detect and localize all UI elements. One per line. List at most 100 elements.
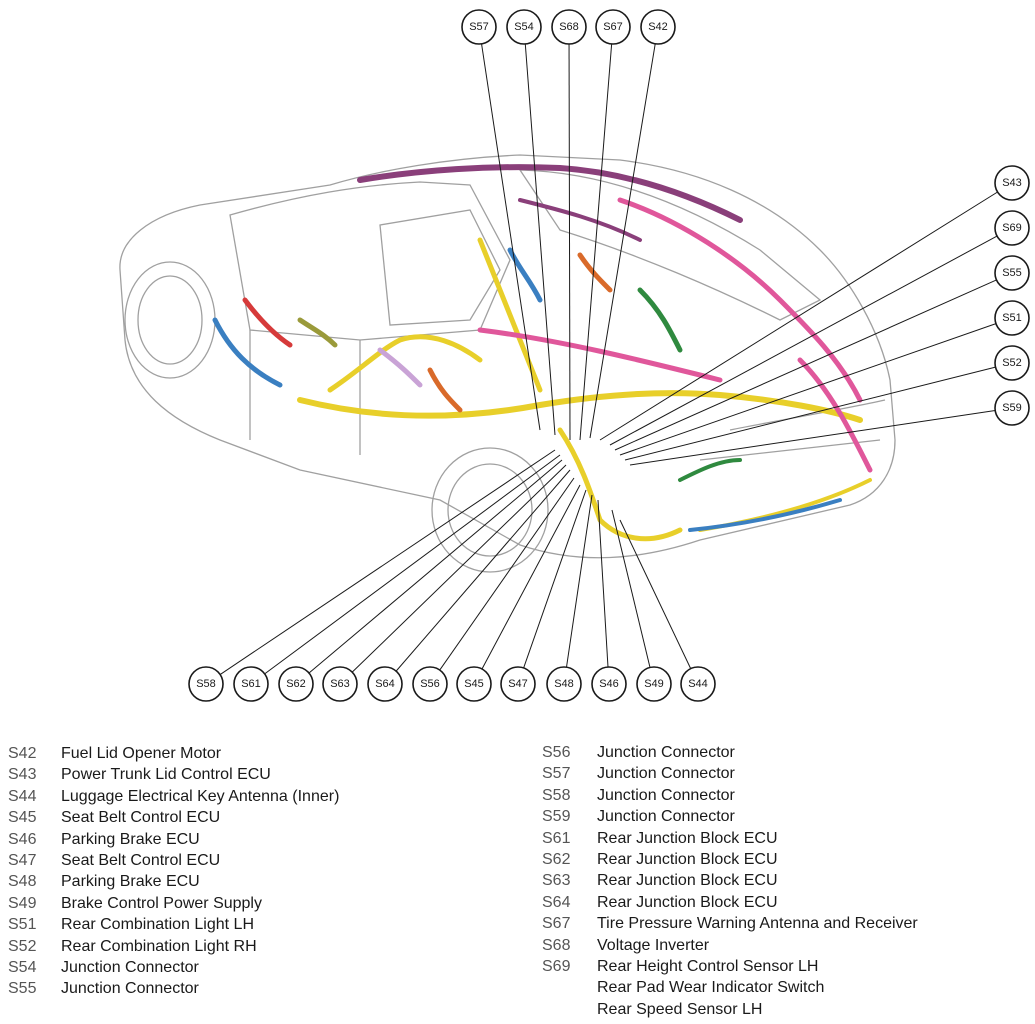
leader-line-s49 [611, 509, 651, 668]
legend-code: S46 [8, 830, 37, 848]
legend-description: Voltage Inverter [597, 936, 710, 954]
leader-line-s54 [524, 43, 556, 436]
callout-label: S67 [603, 21, 623, 33]
callout-s45: S45 [456, 666, 492, 702]
legend-description: Brake Control Power Supply [61, 894, 262, 912]
legend-code: S67 [542, 915, 571, 933]
legend-description: Junction Connector [597, 765, 735, 783]
callout-s64: S64 [367, 666, 403, 702]
leader-line-s57 [481, 43, 541, 431]
leader-line-s47 [523, 489, 587, 669]
callout-s48: S48 [546, 666, 582, 702]
legend-description: Junction Connector [597, 744, 735, 761]
legend-code: S51 [8, 916, 37, 934]
callout-circle [412, 666, 448, 702]
legend-code: S55 [8, 980, 37, 998]
callout-s44: S44 [680, 666, 716, 702]
legend-description: Junction Connector [597, 808, 735, 826]
legend-code: S43 [8, 766, 37, 784]
callout-s63: S63 [322, 666, 358, 702]
car-outline [119, 154, 896, 573]
legend-description: Rear Junction Block ECU [597, 872, 778, 890]
callout-s51: S51 [994, 300, 1030, 336]
callout-s58: S58 [188, 666, 224, 702]
legend-description: Rear Junction Block ECU [597, 893, 778, 911]
callout-s52: S52 [994, 345, 1030, 381]
legend-description: Luggage Electrical Key Antenna (Inner) [61, 787, 340, 805]
callout-label: S51 [1002, 312, 1022, 324]
legend-description: Power Trunk Lid Control ECU [61, 766, 271, 784]
callout-circle [994, 165, 1030, 201]
legend-description: Rear Speed Sensor LH [597, 1000, 763, 1018]
legend-description: Rear Junction Block ECU [597, 851, 778, 868]
callout-label: S64 [375, 678, 395, 690]
callout-circle [994, 210, 1030, 246]
leader-line-s58 [219, 449, 556, 675]
callout-circle [546, 666, 582, 702]
callout-s55: S55 [994, 255, 1030, 291]
callout-circle [680, 666, 716, 702]
legend-code: S52 [8, 937, 37, 955]
callout-s54: S54 [506, 9, 542, 45]
leader-line-s42 [589, 43, 656, 439]
legend-description: Junction Connector [61, 980, 199, 998]
callout-s62: S62 [278, 666, 314, 702]
callout-circle [500, 666, 536, 702]
legend-description: Rear Height Control Sensor LH [597, 958, 819, 975]
callout-circle [551, 9, 587, 45]
legend-code: S56 [542, 744, 571, 761]
callout-s46: S46 [591, 666, 627, 702]
callout-circle [188, 666, 224, 702]
leader-line-s63 [351, 464, 567, 673]
callout-circle [456, 666, 492, 702]
legend-code: S63 [542, 872, 571, 890]
callout-circle [994, 345, 1030, 381]
callout-circle [994, 255, 1030, 291]
callout-s67: S67 [595, 9, 631, 45]
callout-circle [994, 390, 1030, 426]
callout-s43: S43 [994, 165, 1030, 201]
leader-line-s59 [629, 410, 996, 466]
callout-circle [591, 666, 627, 702]
callout-label: S52 [1002, 357, 1022, 369]
legend-code: S45 [8, 809, 37, 827]
callout-label: S58 [196, 678, 216, 690]
callout-label: S59 [1002, 402, 1022, 414]
callout-label: S55 [1002, 267, 1022, 279]
callout-s61: S61 [233, 666, 269, 702]
callout-circle [322, 666, 358, 702]
callout-label: S57 [469, 21, 489, 33]
leader-line-s48 [565, 494, 593, 668]
callout-circle [640, 9, 676, 45]
legend-description: Rear Junction Block ECU [597, 829, 778, 847]
legend-description: Junction Connector [61, 959, 199, 976]
callout-label: S69 [1002, 222, 1022, 234]
callout-circle [506, 9, 542, 45]
legend-description: Rear Combination Light LH [61, 916, 254, 934]
callout-circle [994, 300, 1030, 336]
callout-circle [233, 666, 269, 702]
leader-line-s67 [579, 43, 613, 441]
legend-description: Parking Brake ECU [61, 873, 200, 891]
legend-description: Rear Combination Light RH [61, 937, 257, 955]
legend-code: S47 [8, 852, 37, 869]
wire-harness [212, 164, 873, 542]
legend-description: Parking Brake ECU [61, 830, 200, 848]
legend-description: Tire Pressure Warning Antenna and Receiv… [597, 915, 918, 933]
legend-description: Seat Belt Control ECU [61, 809, 221, 827]
callout-circle [278, 666, 314, 702]
legend-code: S58 [542, 786, 571, 804]
callout-circle [367, 666, 403, 702]
callout-s47: S47 [500, 666, 536, 702]
callout-label: S43 [1002, 177, 1022, 189]
callout-label: S46 [599, 678, 619, 690]
leader-line-s46 [597, 499, 609, 668]
callout-s56: S56 [412, 666, 448, 702]
legend-code: S68 [542, 936, 571, 954]
leader-line-s56 [439, 477, 575, 671]
leader-line-s44 [619, 519, 692, 669]
callout-label: S48 [554, 678, 574, 690]
leader-line-s45 [481, 484, 581, 670]
legend-code: S64 [542, 893, 571, 911]
